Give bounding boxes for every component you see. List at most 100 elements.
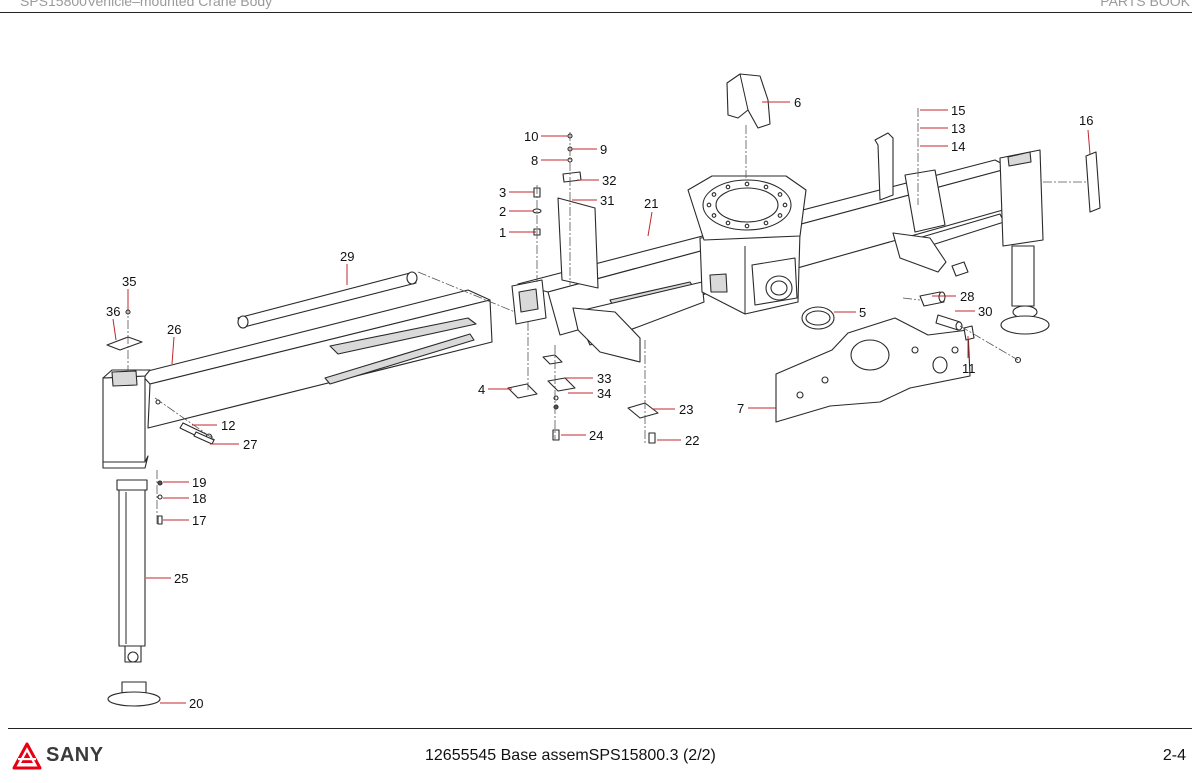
bolt-hole [725, 184, 731, 190]
bolt [552, 429, 560, 441]
leader-line-26 [171, 336, 175, 365]
rear-outrigger-assembly [999, 149, 1050, 335]
bolt-hole [763, 184, 769, 190]
center-line [154, 397, 216, 441]
side-plate-bolt-hole [821, 376, 829, 384]
outrigger-box-opening [111, 370, 138, 387]
top-bracket-edge [739, 73, 749, 111]
leader-line-36 [112, 318, 117, 341]
bolt-hole [706, 202, 712, 208]
callout-18: 18 [192, 491, 206, 506]
slewing-ring-inner [715, 187, 779, 223]
callout-5: 5 [859, 305, 866, 320]
callout-16: 16 [1079, 113, 1093, 128]
bolt-hole [744, 223, 750, 229]
center-line [902, 297, 921, 301]
callout-3: 3 [499, 185, 506, 200]
outrigger-box-foot [102, 455, 149, 469]
header-divider [0, 12, 1192, 13]
callout-15: 15 [951, 103, 965, 118]
clamp-plate [547, 377, 576, 392]
callout-32: 32 [602, 173, 616, 188]
callout-8: 8 [531, 153, 538, 168]
pin-short-end [938, 291, 946, 303]
side-plate [775, 317, 971, 423]
bolt-hole [711, 213, 717, 218]
bolt-hole [777, 213, 783, 218]
callout-29: 29 [340, 249, 354, 264]
leg-washer [157, 494, 163, 500]
logo-outer-triangle [12, 742, 42, 770]
leg-top-cap [116, 479, 148, 491]
cover-plate-small [106, 336, 143, 351]
bolt-hole [763, 220, 769, 226]
footer-brand: SANY [46, 744, 104, 766]
front-outrigger-beam [102, 289, 493, 469]
tie-rod-end [406, 271, 418, 285]
callout-21: 21 [644, 196, 658, 211]
callout-26: 26 [167, 322, 181, 337]
front-outrigger-leg [107, 479, 161, 707]
callout-9: 9 [600, 142, 607, 157]
bolt-hole [777, 192, 783, 197]
beam-stiffener [324, 333, 475, 385]
footer-divider [8, 728, 1192, 729]
callout-10: 10 [524, 129, 538, 144]
beam-stiffener [329, 317, 477, 355]
spacer-plate [542, 354, 563, 365]
callout-13: 13 [951, 121, 965, 136]
logo-bar [18, 758, 36, 761]
callout-17: 17 [192, 513, 206, 528]
callout-30: 30 [978, 304, 992, 319]
side-plate-oval-hole [932, 356, 948, 374]
mount-bracket-plate [557, 197, 599, 289]
callout-4: 4 [478, 382, 485, 397]
callout-6: 6 [794, 95, 801, 110]
pin-long-end [955, 321, 963, 331]
leader-line-16 [1087, 129, 1091, 155]
bolt-hole [782, 202, 788, 208]
header-book-name: PARTS BOOK [1100, 0, 1190, 9]
rear-outrigger-box-opening [1007, 151, 1032, 167]
center-line [959, 325, 1019, 361]
callout-14: 14 [951, 139, 965, 154]
front-gusset-bracket [572, 307, 641, 363]
side-plate-main-hole [850, 339, 890, 371]
leader-lines [112, 101, 1091, 704]
slewing-ring-bolt-holes [706, 181, 788, 229]
center-line [417, 271, 516, 313]
callout-36: 36 [106, 304, 120, 319]
callout-11: 11 [962, 361, 976, 376]
cover-plate [1085, 151, 1101, 213]
sany-logo-icon [12, 742, 42, 770]
rear-outrigger-box-face [999, 149, 1044, 247]
pivot-bore-inner [770, 280, 788, 296]
tie-rod [237, 271, 418, 329]
callout-31: 31 [600, 193, 614, 208]
bushing-ring-inner [805, 310, 831, 326]
top-bracket-body [726, 73, 771, 129]
footer-document-title: 12655545 Base assemSPS15800.3 (2/2) [425, 747, 716, 764]
leader-line-21 [647, 211, 653, 237]
leg-rod-eye [127, 651, 139, 663]
leg-screw [157, 515, 163, 525]
side-plate-bolt-hole [796, 391, 804, 399]
callout-25: 25 [174, 571, 188, 586]
logo-inner-mark [21, 752, 33, 763]
callout-22: 22 [685, 433, 699, 448]
bolt-hole [725, 220, 731, 226]
callout-2: 2 [499, 204, 506, 219]
callout-20: 20 [189, 696, 203, 711]
side-plate-bolt-hole [951, 346, 959, 354]
callout-7: 7 [737, 401, 744, 416]
side-plate-bolt-hole [911, 346, 919, 354]
retainer-clip [963, 325, 975, 341]
callout-23: 23 [679, 402, 693, 417]
front-cross-box-opening [518, 288, 539, 313]
bolt-hole [744, 181, 750, 187]
callout-12: 12 [221, 418, 235, 433]
shim-plate [507, 383, 538, 399]
foot-pad [107, 691, 161, 707]
bolt [648, 432, 656, 444]
